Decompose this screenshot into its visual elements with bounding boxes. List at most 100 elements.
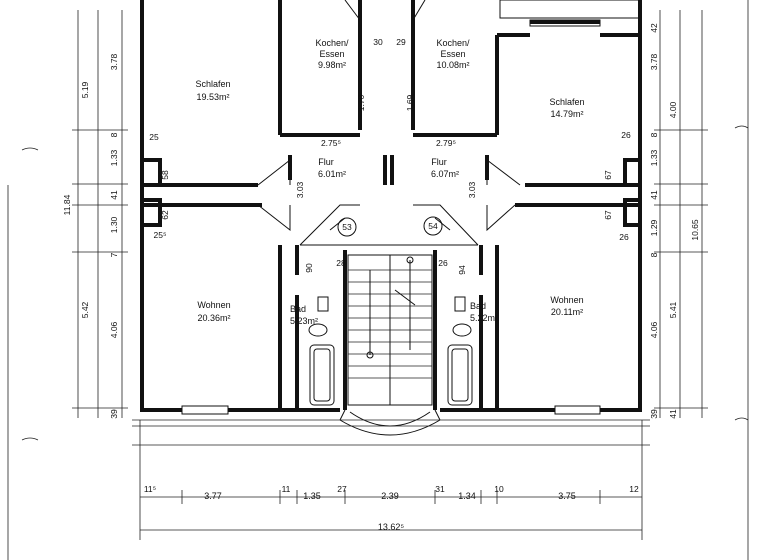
room-name: Schlafen (195, 79, 230, 89)
room-label-bad-left: Bad 5.23m² (290, 304, 318, 326)
staircase (339, 254, 441, 436)
room-name-line1: Kochen/ (315, 38, 349, 48)
room-label-schlafen-left: Schlafen 19.53m² (195, 79, 230, 102)
dim-8-left: 8 (109, 132, 119, 137)
marker-53-label: 53 (342, 222, 352, 232)
room-marker-54: 54 (423, 216, 443, 236)
room-area: 14.79m² (550, 109, 583, 119)
dim-1-30-left: 1.30 (109, 216, 119, 233)
dim-10: 10 (494, 484, 504, 494)
dim-1-69: 1.69 (405, 94, 415, 111)
dim-94: 94 (457, 265, 467, 275)
dim-28: 28 (336, 258, 346, 268)
dim-62: 62 (160, 210, 170, 220)
dim-8-right: 8 (649, 132, 659, 137)
dim-2-39: 2.39 (381, 491, 399, 501)
dim-1-35: 1.35 (303, 491, 321, 501)
door-swings (257, 0, 521, 246)
dim-27: 27 (337, 484, 347, 494)
corridor-lines (300, 217, 478, 246)
dim-31: 31 (435, 484, 445, 494)
dim-3-03-left: 3.03 (295, 181, 305, 198)
dim-3-77: 3.77 (204, 491, 222, 501)
dim-67-top: 67 (603, 170, 613, 180)
room-area: 20.11m² (551, 307, 583, 317)
dim-5-19: 5.19 (80, 81, 90, 98)
dims-right: 42 3.78 8 1.33 41 1.29 8 4.06 39 4.00 5.… (649, 23, 700, 419)
room-name: Bad (470, 301, 486, 311)
room-name: Flur (431, 157, 447, 167)
dim-5-41: 5.41 (668, 301, 678, 318)
dim-4-06-left: 4.06 (109, 321, 119, 338)
dim-4-06-right: 4.06 (649, 321, 659, 338)
dimension-lines (72, 10, 708, 540)
dim-1-70: 1.70 (356, 94, 366, 111)
dim-39-left: 39 (109, 409, 119, 419)
dim-2-79: 2.79⁵ (436, 138, 456, 148)
dim-11-5: 11⁵ (144, 484, 156, 494)
dim-3-78-left: 3.78 (109, 53, 119, 70)
room-label-wohnen-right: Wohnen 20.11m² (550, 295, 583, 317)
dim-39-right: 39 (649, 409, 659, 419)
room-name-line2: Essen (440, 49, 465, 59)
dims-left: 5.19 11.84 5.42 3.78 8 1.33 41 1.30 7 4.… (62, 53, 119, 418)
room-name: Flur (318, 157, 334, 167)
bathroom-fixtures-left (308, 296, 335, 406)
dims-bottom: 11⁵ 3.77 11 1.35 27 2.39 31 1.34 10 3.75… (144, 484, 639, 532)
room-label-kochen-left: Kochen/ Essen 9.98m² (315, 38, 349, 70)
dim-4-00: 4.00 (668, 101, 678, 118)
room-name: Wohnen (197, 300, 230, 310)
dim-41-right-b: 41 (668, 409, 678, 419)
dim-25-5: 25⁵ (154, 230, 167, 240)
room-area: 20.36m² (197, 313, 230, 323)
dim-1-29-right: 1.29 (649, 219, 659, 236)
room-area: 10.08m² (436, 60, 469, 70)
room-area: 9.98m² (318, 60, 346, 70)
room-area: 5.22m² (470, 313, 498, 323)
dim-2-75: 2.75⁵ (321, 138, 341, 148)
dims-interior: 30 29 1.70 1.69 2.75⁵ 2.79⁵ 25 58 62 25⁵… (149, 37, 631, 275)
walls (140, 0, 642, 412)
room-marker-53: 53 (337, 217, 357, 237)
room-area: 6.07m² (431, 169, 459, 179)
room-name: Wohnen (550, 295, 583, 305)
page-marks (7, 0, 749, 560)
dim-3-03-right: 3.03 (467, 181, 477, 198)
dim-41-right: 41 (649, 190, 659, 200)
dim-11-84: 11.84 (62, 194, 72, 215)
room-name-line1: Kochen/ (436, 38, 470, 48)
dim-7-left: 7 (109, 252, 119, 257)
dim-67-bottom: 67 (603, 210, 613, 220)
dim-26-stair: 26 (438, 258, 448, 268)
room-area: 19.53m² (196, 92, 229, 102)
room-label-schlafen-right: Schlafen 14.79m² (549, 97, 584, 119)
dim-3-78-right: 3.78 (649, 53, 659, 70)
dim-13-62: 13.62⁵ (378, 522, 405, 532)
room-label-bad-right: Bad 5.22m² (470, 301, 498, 323)
dim-8-right-b: 8 (649, 252, 659, 257)
room-name: Schlafen (549, 97, 584, 107)
dim-90: 90 (304, 263, 314, 273)
dim-1-33-right: 1.33 (649, 149, 659, 166)
marker-54-label: 54 (428, 221, 438, 231)
room-area: 5.23m² (290, 316, 318, 326)
room-area: 6.01m² (318, 169, 346, 179)
dim-11: 11 (282, 484, 291, 494)
dim-1-33-left: 1.33 (109, 149, 119, 166)
bathroom-fixtures-right (447, 296, 473, 406)
dim-10-65: 10.65 (690, 219, 700, 241)
room-label-wohnen-left: Wohnen 20.36m² (197, 300, 230, 323)
dim-26-top-right: 26 (621, 130, 631, 140)
room-name-line2: Essen (319, 49, 344, 59)
room-name: Bad (290, 304, 306, 314)
dim-29: 29 (396, 37, 406, 47)
dim-26-bottom-right: 26 (619, 232, 629, 242)
dim-12: 12 (629, 484, 639, 494)
dim-41-left: 41 (109, 190, 119, 200)
dim-5-42: 5.42 (80, 301, 90, 318)
room-label-kochen-right: Kochen/ Essen 10.08m² (436, 38, 470, 70)
dim-30: 30 (373, 37, 383, 47)
dim-25-top: 25 (149, 132, 159, 142)
windows (181, 0, 641, 415)
